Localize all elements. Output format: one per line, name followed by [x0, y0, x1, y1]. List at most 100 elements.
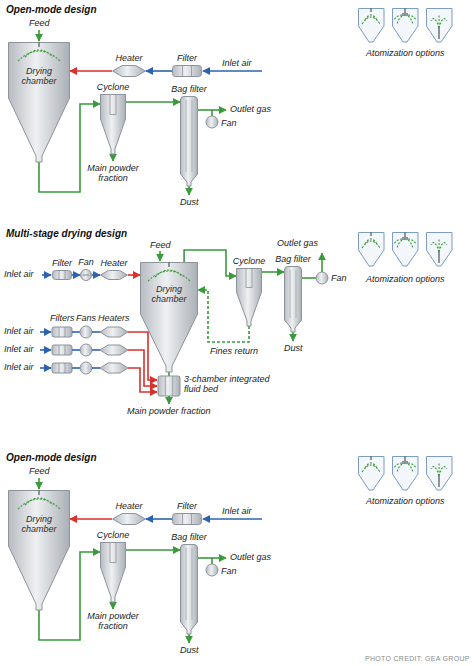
equipment-outline	[112, 513, 146, 525]
photo-credit: PHOTO CREDIT: GEA GROUP	[365, 655, 470, 663]
section-title: Open-mode design	[6, 4, 97, 16]
fan: Fan	[80, 269, 92, 281]
flow-line	[146, 518, 172, 520]
stream-label: Outlet gas	[277, 238, 318, 248]
pipe-line	[159, 251, 161, 261]
bag-filter: Bag filter	[180, 96, 198, 186]
stream-label: Inlet air	[222, 58, 252, 68]
equipment-label: Filter	[177, 501, 197, 511]
symbol-copy	[359, 8, 453, 42]
flow-line	[70, 70, 112, 72]
section-title: Open-mode design	[6, 452, 97, 464]
stream-label: Dust	[180, 645, 199, 655]
equipment-label: Cyclone	[97, 530, 130, 540]
symbol-copy	[39, 456, 452, 643]
flow-line	[126, 549, 180, 551]
cyclone: Cyclone	[236, 268, 262, 326]
stream-label: Main powder fraction	[127, 406, 211, 416]
equipment-outline	[284, 266, 302, 332]
equipment-label: Bag filter	[275, 254, 311, 264]
drying-chamber: Drying chamber	[8, 42, 70, 162]
flow-line	[262, 271, 284, 273]
equipment-outline	[180, 96, 198, 186]
filter: Filter	[172, 513, 202, 525]
equipment-label: Cyclone	[97, 82, 130, 92]
stream-label: Atomization options	[366, 48, 445, 58]
equipment-label: Filter	[177, 53, 197, 63]
pipe-line	[321, 253, 323, 272]
flow-line	[126, 101, 180, 103]
stream-label: Outlet gas	[230, 104, 271, 114]
svg-part	[39, 8, 452, 195]
stream-label: Inlet air	[4, 269, 34, 279]
stream-label: Fan	[221, 566, 237, 576]
pipe-line	[203, 70, 262, 72]
equipment-outline	[180, 544, 198, 634]
equipment-shape	[158, 376, 180, 396]
equipment-outline	[112, 65, 146, 77]
equipment-outline	[8, 42, 70, 162]
stream-label: Fan	[221, 118, 237, 128]
stream-label: Dust	[180, 197, 199, 207]
equipment-label: Bag filter	[171, 84, 207, 94]
flow-line	[72, 274, 80, 276]
equipment-label: Fan	[78, 257, 94, 267]
flow-line	[92, 274, 100, 276]
drying-chamber: Drying chamber	[140, 262, 198, 372]
filter: Filter	[172, 65, 202, 77]
bag-filter: Bag filter	[284, 266, 302, 332]
pipe-line	[168, 372, 170, 376]
equipment-label: Heater	[115, 501, 142, 511]
stream-label: 3-chamber integrated fluid bed	[184, 374, 276, 394]
equipment-label: Heater	[100, 258, 127, 268]
filter: Filter	[52, 270, 72, 280]
fan-symbol	[316, 272, 328, 284]
symbol-copy	[40, 344, 128, 356]
equipment-outline	[80, 269, 92, 281]
symbol-copy	[359, 232, 453, 266]
pipe-line	[302, 277, 316, 279]
equipment-outline	[8, 490, 70, 610]
stream-label: Atomization options	[366, 496, 445, 506]
cyclone: Cyclone	[100, 542, 126, 602]
pipe-line	[211, 110, 213, 116]
equipment-outline	[100, 542, 126, 602]
equipment-label: Bag filter	[171, 532, 207, 542]
stream-label: Inlet air	[4, 362, 34, 372]
stream-label: Heaters	[98, 313, 130, 323]
flow-line	[70, 518, 112, 520]
pipe-line	[42, 274, 51, 276]
heater: Heater	[112, 65, 146, 77]
stream-label: Inlet air	[4, 344, 34, 354]
fan-symbol	[206, 116, 218, 128]
chamber-label: Drying chamber	[10, 66, 68, 86]
chamber-label: Drying chamber	[142, 284, 196, 304]
pipe-line	[168, 396, 170, 404]
section-title: Multi-stage drying design	[6, 228, 127, 240]
stream-label: Atomization options	[366, 274, 445, 284]
equipment-outline	[52, 270, 72, 280]
pipe-line	[38, 30, 40, 41]
stream-label: Fans	[76, 313, 96, 323]
stream-label: Inlet air	[222, 506, 252, 516]
stream-label: Main powder fraction	[86, 163, 140, 183]
flow-line	[128, 274, 140, 276]
stream-label: Outlet gas	[230, 552, 271, 562]
stream-label: Dust	[284, 343, 303, 353]
equipment-label: Heater	[115, 53, 142, 63]
chamber-label: Drying chamber	[10, 514, 68, 534]
stream-label: Feed	[29, 18, 50, 28]
cyclone: Cyclone	[100, 94, 126, 154]
stream-label: Fan	[331, 273, 347, 283]
heater: Heater	[100, 270, 128, 280]
drying-chamber: Drying chamber	[8, 490, 70, 610]
pipe-line	[165, 376, 172, 396]
equipment-outline	[172, 513, 202, 525]
equipment-outline	[100, 270, 128, 280]
stream-label: Feed	[150, 240, 171, 250]
heater: Heater	[112, 513, 146, 525]
equipment-outline	[100, 94, 126, 154]
pipe-line	[188, 186, 190, 195]
equipment-label: Filter	[52, 258, 72, 268]
